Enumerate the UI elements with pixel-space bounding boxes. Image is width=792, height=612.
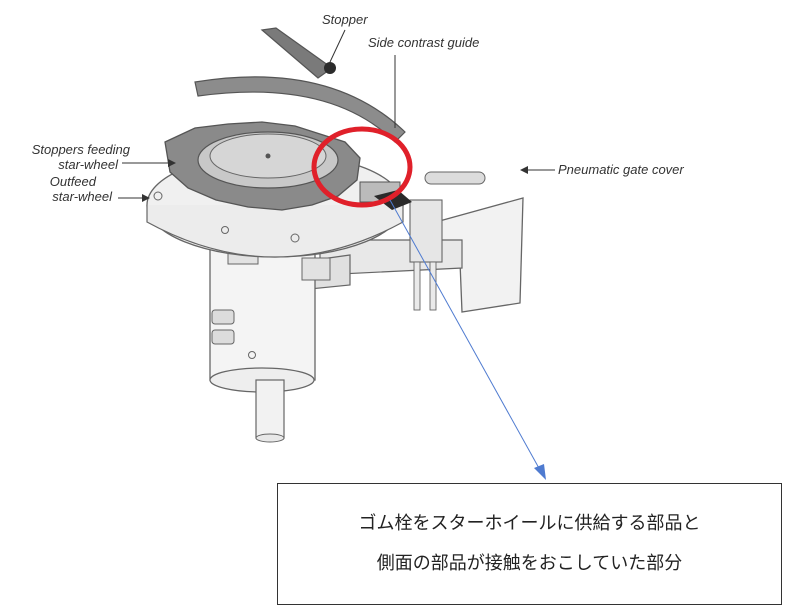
fitting-1 — [211, 309, 235, 325]
fitting-2 — [211, 329, 235, 345]
stopper-arm — [260, 27, 334, 79]
gate-rod-1 — [413, 261, 421, 311]
highlight-circle — [311, 126, 413, 208]
label-side-contrast-guide: Side contrast guide — [368, 35, 479, 50]
annotation-line-1: ゴム栓をスターホイールに供給する部品と — [358, 513, 701, 534]
housing-bolt-left — [153, 191, 163, 201]
leader-gate-head — [520, 166, 528, 174]
label-outfeed-star-wheel: star-wheel — [52, 189, 113, 204]
leader-outfeed-head — [142, 194, 150, 202]
gate-cylinder — [424, 171, 486, 185]
housing-bolt-mid — [221, 226, 229, 234]
label-stoppers-feeding: Stoppers feeding — [32, 142, 131, 157]
label-stopper: Stopper — [322, 12, 368, 27]
housing-bolt-bottom — [290, 233, 300, 243]
leader-feeding-head — [168, 159, 176, 167]
gate-cover-block — [409, 199, 443, 263]
block-right — [301, 257, 331, 281]
shaft — [255, 379, 285, 439]
label-feeding-star-wheel: star-wheel — [58, 157, 119, 172]
pointer-arrow-head — [534, 464, 546, 480]
fitting-bolt — [248, 351, 256, 359]
side-contrast-guide — [194, 76, 406, 143]
shaft-end — [255, 433, 285, 443]
gate-rod-2 — [429, 261, 437, 311]
outfeed-housing-side — [146, 205, 404, 258]
stopper-knob — [324, 62, 336, 74]
turntable-center — [265, 153, 271, 159]
annotation-line-2: 側面の部品が接触をおこしていた部分 — [376, 553, 683, 574]
leader-stopper — [329, 29, 346, 63]
label-outfeed: Outfeed — [50, 174, 97, 189]
contact-part-dark — [374, 190, 412, 210]
pointer-arrow-line — [389, 199, 541, 471]
label-pneumatic-gate-cover: Pneumatic gate cover — [558, 162, 684, 177]
annotation-box: ゴム栓をスターホイールに供給する部品と 側面の部品が接触をおこしていた部分 — [277, 483, 782, 605]
